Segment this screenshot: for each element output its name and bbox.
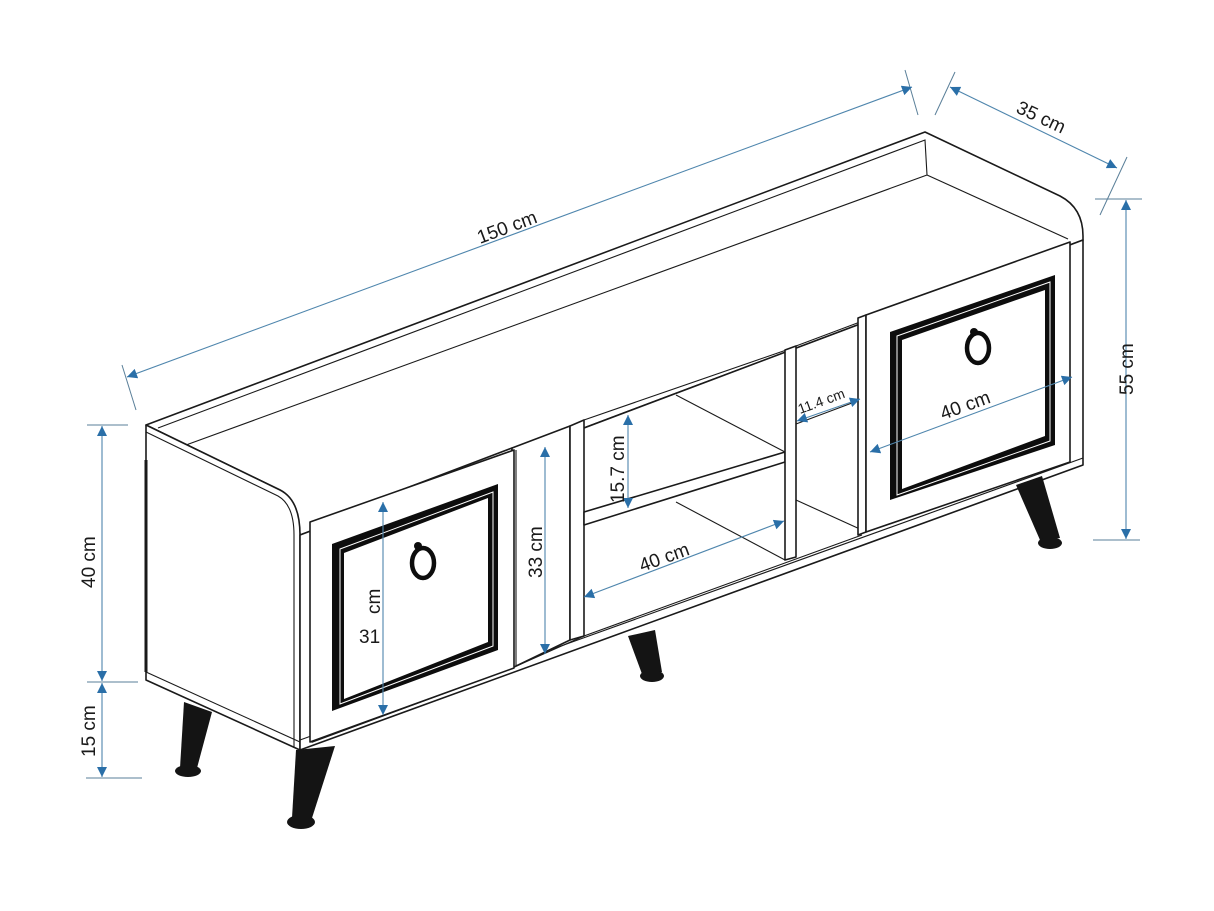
label-15cm: 15 cm [79,705,100,757]
label-40cm-body: 40 cm [79,536,100,588]
label-door-height-number: 31 [359,627,380,648]
dim-leg-height: 15 cm [79,683,142,779]
legs [175,476,1062,829]
left-door-frame [332,484,498,711]
dim-overall-height: 55 cm [1093,198,1142,541]
leg-front-left [292,746,335,818]
label-150cm: 150 cm [474,207,540,248]
ring-pull-icon [409,542,437,581]
dim-left-door-height: cm 31 [359,502,388,715]
leg-right [1016,476,1060,540]
divider-right [784,345,797,561]
dim-body-height: 40 cm [79,424,138,683]
leg-front-left-back [180,702,212,768]
label-35cm: 35 cm [1013,97,1069,138]
label-55cm: 55 cm [1117,343,1138,395]
ring-pull-icon [964,328,992,366]
left-door [309,449,515,743]
label-15-7cm: 15.7 cm [608,435,629,503]
dim-center-height: 33 cm [526,447,550,654]
leg-center [628,630,662,674]
label-door-height-unit: cm [364,589,385,614]
label-33cm: 33 cm [526,526,547,578]
dim-upper-shelf: 15.7 cm [608,415,633,508]
